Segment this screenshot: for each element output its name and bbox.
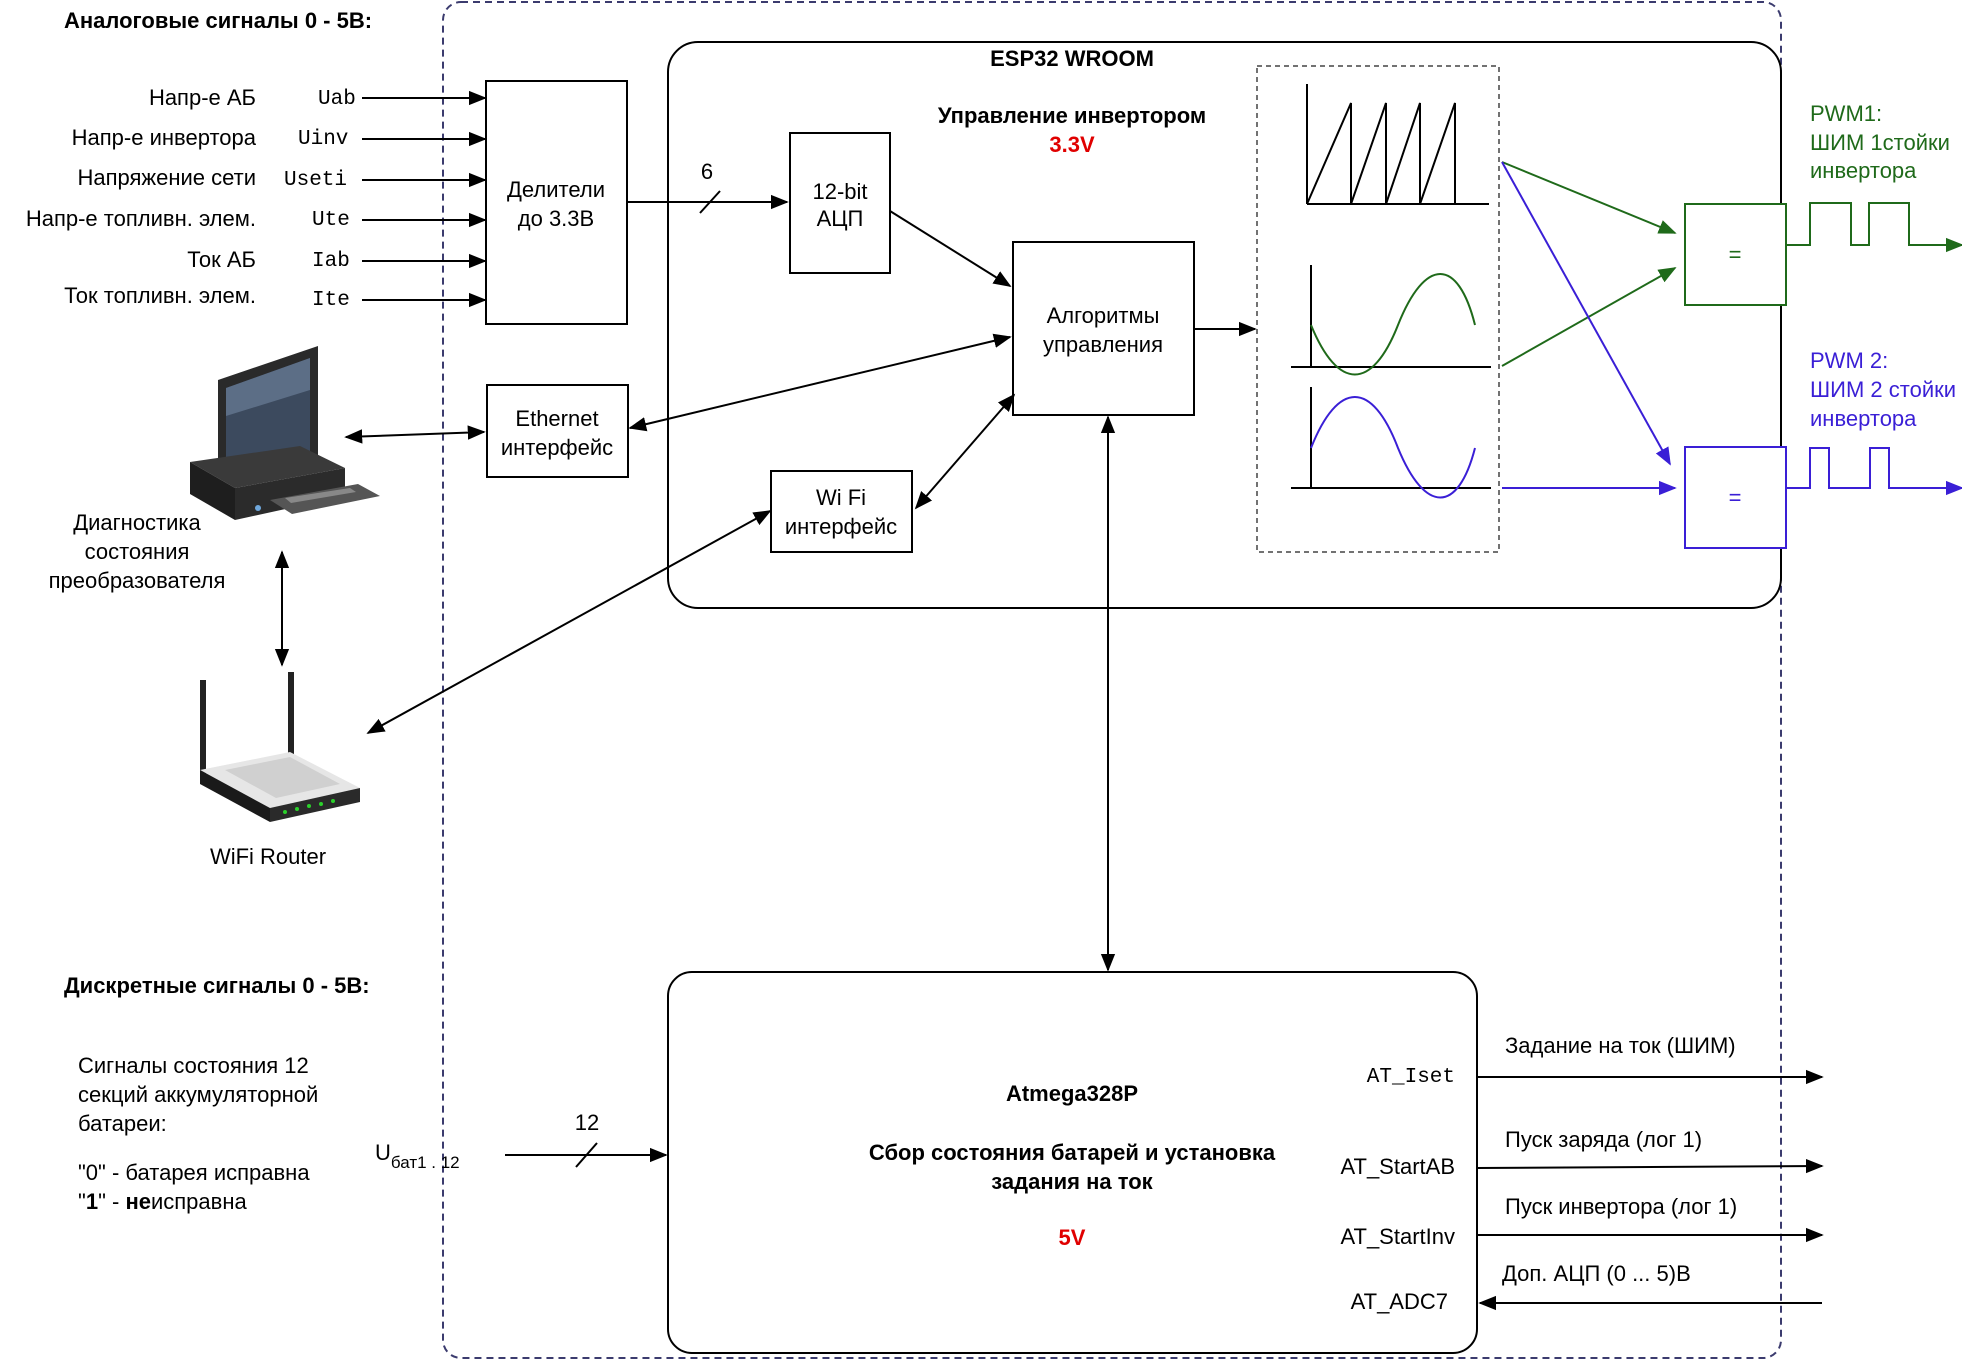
- adc-line1: 12-bit: [812, 179, 867, 204]
- pwm1-waveform: [1786, 202, 1962, 253]
- pwm1-line3: инвертора: [1810, 158, 1917, 183]
- pc-label-line1: Диагностика: [73, 510, 201, 535]
- wifi-line2: интерфейс: [785, 514, 897, 539]
- signal-label-uab: Напр-е АБ: [149, 85, 256, 110]
- bus-width-label: 6: [701, 159, 713, 184]
- algorithms-line2: управления: [1043, 332, 1163, 357]
- signal-label-iab: Ток АБ: [187, 247, 256, 272]
- bad-ne: не: [125, 1189, 151, 1214]
- u-bat-label: Uбат1 . 12: [375, 1140, 460, 1172]
- signal-label-ite: Ток топливн. элем.: [64, 283, 256, 308]
- comparator-1: [1684, 203, 1787, 306]
- comparator-1-symbol: =: [1729, 242, 1742, 267]
- algorithms-line1: Алгоритмы: [1047, 303, 1160, 328]
- u-bat-main: U: [375, 1140, 391, 1165]
- atmega-desc-line1: Сбор состояния батарей и установка: [869, 1140, 1276, 1165]
- pin-at-startab: AT_StartAB: [1340, 1154, 1455, 1179]
- bad-quote-open: ": [78, 1189, 86, 1214]
- signal-code-ute: Ute: [312, 209, 350, 232]
- discrete-ok-text: "0" - батарея исправна: [78, 1160, 310, 1185]
- wifi-router-icon: [200, 672, 360, 822]
- ethernet-line2: интерфейс: [501, 435, 613, 460]
- signal-code-uab: Uab: [318, 88, 356, 111]
- bad-one: 1: [86, 1189, 98, 1214]
- comparator-2: [1684, 446, 1787, 549]
- pin-at-startinv: AT_StartInv: [1340, 1224, 1455, 1249]
- esp32-subtitle: Управление инвертором: [938, 103, 1206, 128]
- atmega-module: [667, 971, 1478, 1354]
- comparator-2-symbol: =: [1729, 485, 1742, 510]
- pwm2-line1: PWM 2:: [1810, 348, 1888, 373]
- signal-code-ite: Ite: [312, 289, 350, 312]
- computer-icon: [190, 346, 380, 520]
- output-start-ab-label: Пуск заряда (лог 1): [1505, 1127, 1702, 1152]
- signal-label-useti: Напряжение сети: [77, 165, 256, 190]
- output-iset-label: Задание на ток (ШИМ): [1505, 1033, 1736, 1058]
- green-reference-sine: [1291, 265, 1491, 376]
- pwm2-waveform: [1786, 447, 1962, 496]
- adc-line2: АЦП: [817, 206, 864, 231]
- algorithms-block: [1012, 241, 1195, 416]
- adc-block: [789, 132, 891, 274]
- atmega-desc-line2: задания на ток: [991, 1169, 1153, 1194]
- esp32-voltage: 3.3V: [1049, 132, 1095, 157]
- discrete-desc-line3: батареи:: [78, 1111, 167, 1136]
- analog-section-title: Аналоговые сигналы 0 - 5В:: [64, 8, 372, 33]
- pwm2-line2: ШИМ 2 стойки: [1810, 377, 1956, 402]
- ethernet-block: [486, 384, 629, 478]
- dividers-block: [485, 80, 628, 325]
- wifi-interface-block: [770, 470, 913, 553]
- analog-signal-list: Напр-е АБ Uab Напр-е инвертора Uinv Напр…: [26, 85, 487, 312]
- pin-at-adc7: AT_ADC7: [1351, 1289, 1448, 1314]
- signal-label-uinv: Напр-е инвертора: [72, 125, 257, 150]
- atmega-voltage: 5V: [1059, 1225, 1086, 1250]
- sawtooth-carrier: [1306, 84, 1489, 205]
- discrete-desc-line1: Сигналы состояния 12: [78, 1053, 309, 1078]
- wifi-line1: Wi Fi: [816, 485, 866, 510]
- dividers-line1: Делители: [507, 177, 605, 202]
- input-adc7-label: Доп. АЦП (0 ... 5)В: [1502, 1261, 1691, 1286]
- esp32-module: [667, 41, 1782, 609]
- atmega-title: Atmega328P: [1006, 1081, 1138, 1106]
- pwm1-line2: ШИМ 1стойки: [1810, 130, 1950, 155]
- discrete-bad-text: "1" - неисправна: [78, 1189, 247, 1214]
- esp32-title: ESP32 WROOM: [990, 46, 1154, 71]
- ethernet-line1: Ethernet: [515, 406, 598, 431]
- signal-label-ute: Напр-е топливн. элем.: [26, 206, 256, 231]
- signal-code-uinv: Uinv: [298, 128, 348, 151]
- discrete-desc-line2: секций аккумуляторной: [78, 1082, 318, 1107]
- output-start-inv-label: Пуск инвертора (лог 1): [1505, 1194, 1737, 1219]
- bad-quote-close: " -: [98, 1189, 125, 1214]
- pwm2-line3: инвертора: [1810, 406, 1917, 431]
- pin-at-iset: AT_Iset: [1367, 1066, 1455, 1089]
- blue-reference-sine: [1291, 387, 1491, 499]
- u-bat-sub: бат1 . 12: [391, 1153, 460, 1172]
- discrete-section-title: Дискретные сигналы 0 - 5В:: [64, 973, 370, 998]
- discrete-bus-width: 12: [575, 1110, 599, 1135]
- signal-code-useti: Useti: [284, 169, 347, 192]
- router-label: WiFi Router: [210, 844, 326, 869]
- dividers-line2: до 3.3В: [518, 206, 594, 231]
- waveform-panel: [1256, 65, 1500, 553]
- pc-label-line2: состояния: [85, 539, 190, 564]
- signal-code-iab: Iab: [312, 250, 350, 273]
- pwm1-line1: PWM1:: [1810, 101, 1882, 126]
- pc-label-line3: преобразователя: [49, 568, 226, 593]
- bad-rest: исправна: [151, 1189, 248, 1214]
